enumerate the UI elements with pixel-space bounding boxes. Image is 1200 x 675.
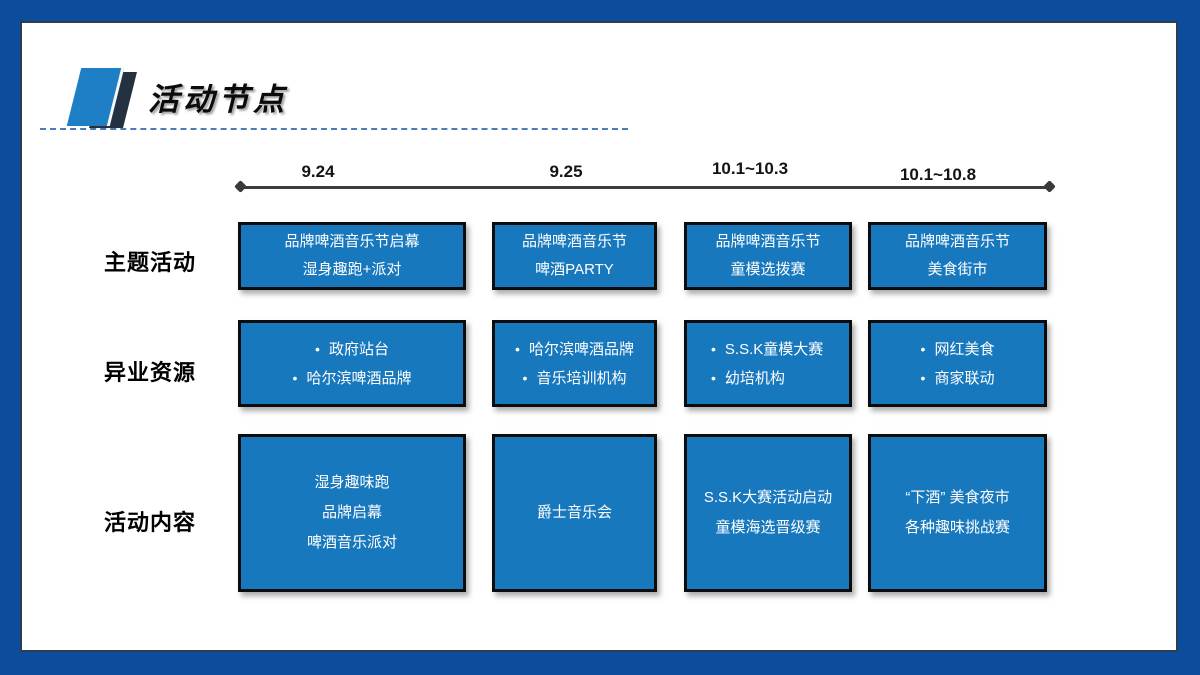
box-text-line: 啤酒音乐派对 xyxy=(306,534,397,551)
box-text-line: 爵士音乐会 xyxy=(536,504,612,521)
content-box-2: 爵士音乐会 xyxy=(492,434,657,592)
box-text-line: 各种趣味挑战赛 xyxy=(904,519,1010,536)
box-text-line: 品牌启幕 xyxy=(321,504,382,521)
bullet-item: 哈尔滨啤酒品牌 xyxy=(293,364,411,393)
content-box-4: “下酒” 美食夜市 各种趣味挑战赛 xyxy=(868,434,1047,592)
box-text-line: 啤酒PARTY xyxy=(535,261,614,278)
bullet-item: 商家联动 xyxy=(921,364,994,393)
timeline-date-2: 9.25 xyxy=(549,162,583,181)
theme-box-3: 品牌啤酒音乐节 童模选拨赛 xyxy=(684,222,852,290)
timeline-axis xyxy=(240,186,1050,189)
timeline-date-3: 10.1~10.3 xyxy=(711,159,789,178)
row-label-activity-content: 活动内容 xyxy=(103,510,196,535)
box-text-line: 品牌啤酒音乐节 xyxy=(904,233,1010,250)
bullet-item: 政府站台 xyxy=(315,335,389,364)
timeline-date-1: 9.24 xyxy=(301,162,335,181)
box-text-line: 品牌啤酒音乐节 xyxy=(715,233,821,250)
box-text-line: S.S.K大赛活动启动 xyxy=(703,489,833,506)
page-title: 活动节点 xyxy=(148,82,288,117)
theme-box-2: 品牌啤酒音乐节 啤酒PARTY xyxy=(492,222,657,290)
dashed-divider xyxy=(40,128,628,130)
theme-box-1: 品牌啤酒音乐节启幕 湿身趣跑+派对 xyxy=(238,222,466,290)
content-box-3: S.S.K大赛活动启动 童模海选晋级赛 xyxy=(684,434,852,592)
box-text-line: 童模选拨赛 xyxy=(730,261,806,278)
resource-box-4: 网红美食 商家联动 xyxy=(868,320,1047,407)
box-text-line: 品牌啤酒音乐节启幕 xyxy=(284,233,420,250)
row-label-cross-industry-resources: 异业资源 xyxy=(103,360,196,385)
box-text-line: 湿身趣味跑 xyxy=(314,474,390,491)
bullet-item: 哈尔滨啤酒品牌 xyxy=(515,335,634,364)
resource-box-3: S.S.K童模大赛 幼培机构 xyxy=(684,320,852,407)
box-text-line: “下酒” 美食夜市 xyxy=(905,489,1010,506)
row-label-theme-activities: 主题活动 xyxy=(103,250,196,275)
bullet-item: S.S.K童模大赛 xyxy=(711,335,823,364)
resource-box-2: 哈尔滨啤酒品牌 音乐培训机构 xyxy=(492,320,657,407)
bullet-item: 音乐培训机构 xyxy=(523,364,626,393)
resource-box-1: 政府站台 哈尔滨啤酒品牌 xyxy=(238,320,466,407)
bullet-item: 网红美食 xyxy=(921,335,994,364)
theme-box-4: 品牌啤酒音乐节 美食街市 xyxy=(868,222,1047,290)
box-text-line: 美食街市 xyxy=(927,261,988,278)
content-box-1: 湿身趣味跑 品牌启幕 啤酒音乐派对 xyxy=(238,434,466,592)
timeline-date-4: 10.1~10.8 xyxy=(899,165,977,184)
box-text-line: 湿身趣跑+派对 xyxy=(302,261,402,278)
bullet-item: 幼培机构 xyxy=(711,364,785,393)
box-text-line: 童模海选晋级赛 xyxy=(715,519,821,536)
box-text-line: 品牌啤酒音乐节 xyxy=(521,233,627,250)
